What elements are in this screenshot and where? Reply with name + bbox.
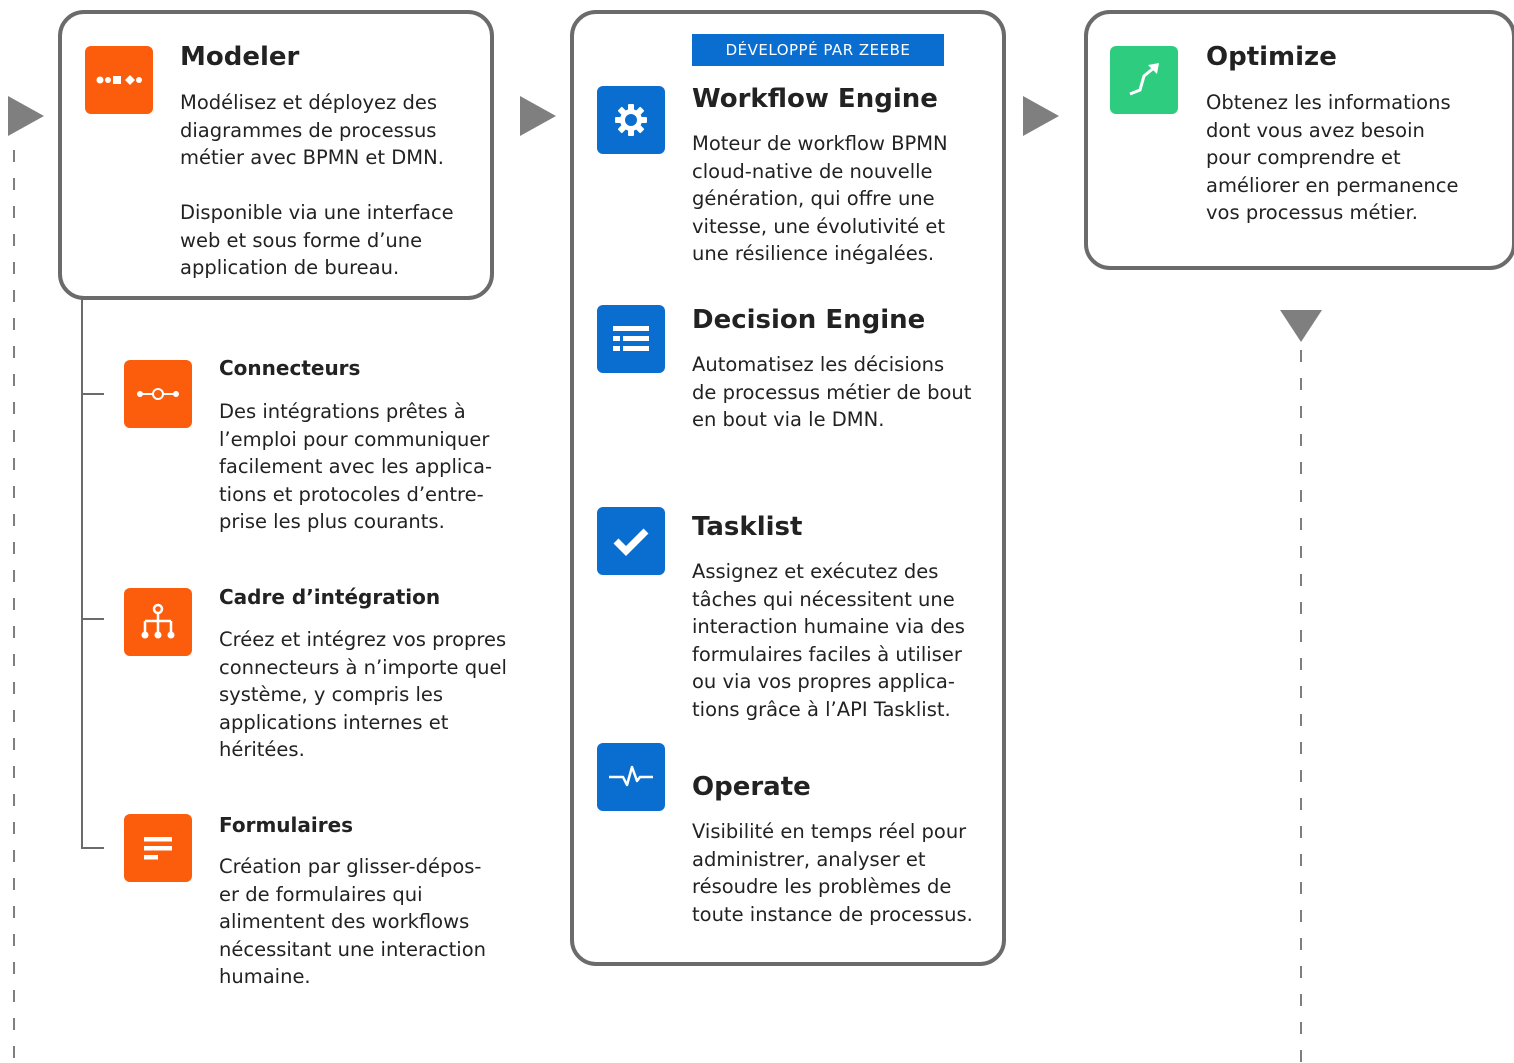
chart-arrow-icon bbox=[1110, 46, 1178, 114]
cadre-integration-description: Créez et intégrez vos propres connecteur… bbox=[219, 628, 507, 761]
decision-engine-description: Automatisez les décisions de processus m… bbox=[692, 353, 972, 431]
arrow-down-icon bbox=[1280, 310, 1322, 342]
list-icon bbox=[597, 305, 665, 373]
arrow-right-icon bbox=[8, 96, 44, 136]
zeebe-badge: DÉVELOPPÉ PAR ZEEBE bbox=[692, 34, 944, 66]
modeler-description: Modélisez et déployez des diagrammes de … bbox=[180, 91, 444, 169]
workflow-engine-title: Workflow Engine bbox=[692, 84, 938, 114]
modeler-tree-connector bbox=[81, 296, 104, 849]
connector-icon bbox=[124, 360, 192, 428]
connecteurs-description: Des intégrations prêtes à l’emploi pour … bbox=[219, 400, 492, 533]
arrow-right-icon bbox=[520, 96, 556, 136]
workflow-engine-description: Moteur de workflow BPMN cloud-native de … bbox=[692, 132, 948, 265]
tasklist-title: Tasklist bbox=[692, 512, 803, 542]
form-icon bbox=[124, 814, 192, 882]
connecteurs-title: Connecteurs bbox=[219, 356, 361, 380]
cadre-integration-title: Cadre d’intégration bbox=[219, 585, 441, 609]
optimize-description: Obtenez les informations dont vous avez … bbox=[1206, 91, 1459, 224]
operate-title: Operate bbox=[692, 772, 811, 802]
decision-engine-title: Decision Engine bbox=[692, 305, 926, 335]
operate-description: Visibilité en temps réel pour administre… bbox=[692, 820, 973, 926]
pulse-icon bbox=[597, 743, 665, 811]
tasklist-description: Assignez et exécutez des tâches qui néce… bbox=[692, 560, 965, 721]
arrow-right-icon bbox=[1023, 96, 1059, 136]
formulaires-description: Création par glisser-dépos- er de formul… bbox=[219, 855, 486, 988]
gear-icon bbox=[597, 86, 665, 154]
formulaires-title: Formulaires bbox=[219, 813, 354, 837]
modeler-title: Modeler bbox=[180, 42, 300, 72]
optimize-title: Optimize bbox=[1206, 42, 1337, 72]
modeler-availability: Disponible via une interface web et sous… bbox=[180, 201, 454, 279]
modeler-icon bbox=[85, 46, 153, 114]
hierarchy-icon bbox=[124, 588, 192, 656]
checkmark-icon bbox=[597, 507, 665, 575]
